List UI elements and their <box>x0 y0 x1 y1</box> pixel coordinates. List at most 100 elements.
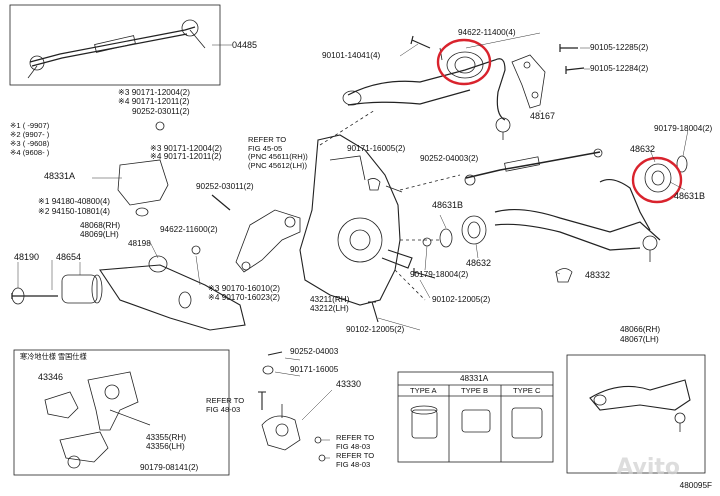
label-48066[interactable]: 48066(RH) <box>620 325 661 334</box>
label-43212[interactable]: 43212(LH) <box>310 304 349 313</box>
label-90171-16005[interactable]: 90171-16005(2) <box>347 144 406 153</box>
label-90170-16010[interactable]: ※3 90170-16010(2) <box>208 284 280 293</box>
label-48632-top[interactable]: 48632 <box>630 144 656 154</box>
dust-cover-43346 <box>44 391 79 419</box>
diagram-linework <box>9 4 706 476</box>
label-90171-12004-a[interactable]: ※3 90171-12004(2) <box>118 88 190 97</box>
steering-knuckle <box>299 134 401 306</box>
legend-line-2: ※2 (9907- ) <box>10 130 50 140</box>
label-04485[interactable]: 04485 <box>232 40 258 50</box>
legend-line-1: ※1 ( -9907) <box>10 121 50 130</box>
label-48631B-right[interactable]: 48631B <box>674 191 706 201</box>
lower-arm-lh <box>99 264 246 331</box>
label-90179-18004-top[interactable]: 90179-18004(2) <box>654 124 713 133</box>
label-90252-03011-a[interactable]: 90252-03011(2) <box>132 107 190 116</box>
label-43346[interactable]: 43346 <box>38 372 64 382</box>
label-90171-12004-b[interactable]: ※3 90171-12004(2) <box>150 144 222 153</box>
label-94150-10801[interactable]: ※2 94150-10801(4) <box>38 207 110 216</box>
bolt-48190 <box>11 293 58 299</box>
lower-ball-joint <box>642 235 658 251</box>
label-90252-03011-b[interactable]: 90252-03011(2) <box>196 182 254 191</box>
refer2-fig[interactable]: FIG 48-03 <box>206 404 241 414</box>
bushing-48632 <box>644 163 672 193</box>
label-48067[interactable]: 48067(LH) <box>620 335 659 344</box>
label-90179-18004-center[interactable]: 90179-18004(2) <box>410 270 469 279</box>
highlight-marks <box>436 38 683 204</box>
label-48190[interactable]: 48190 <box>14 252 40 262</box>
hub-assembly <box>87 371 139 431</box>
refer-fig[interactable]: FIG 45-05 <box>248 143 283 153</box>
label-90171-16005-b[interactable]: 90171-16005 <box>290 365 339 374</box>
label-48631B-center[interactable]: 48631B <box>432 200 464 210</box>
type-table-frame <box>397 371 554 463</box>
tie-rod-end-r <box>181 19 199 37</box>
figure-code: 480095F <box>679 480 712 490</box>
label-90252-04003-b[interactable]: 90252-04003 <box>290 347 339 356</box>
inset-cold-region-frame <box>13 349 230 476</box>
center-tie-rod <box>465 151 601 179</box>
highlight-bushing-48632 <box>631 156 683 204</box>
label-90252-04003[interactable]: 90252-04003(2) <box>420 154 479 163</box>
steering-arm <box>235 209 301 273</box>
label-48632-center[interactable]: 48632 <box>466 258 492 268</box>
refer-pnc-lh: (PNC 45612(LH)) <box>248 160 308 170</box>
label-48198[interactable]: 48198 <box>128 239 151 248</box>
label-90102-12005-b[interactable]: 90102-12005(2) <box>346 325 405 334</box>
refer-note-48-03-b: REFER TO FIG 48-03 <box>336 434 374 450</box>
washer-90179 <box>676 155 688 173</box>
label-90105-12284[interactable]: 90105-12284(2) <box>590 64 649 73</box>
tie-rod-sleeve <box>94 35 136 53</box>
bushing-48654 <box>61 274 98 304</box>
inset-spec-note: 寒冷地仕様 雪国仕様 <box>20 352 87 361</box>
refer-title: REFER TO <box>248 135 287 144</box>
label-90171-12011-a[interactable]: ※4 90171-12011(2) <box>118 97 190 106</box>
type-b-header: TYPE B <box>461 386 489 395</box>
bracket-48167 <box>511 54 546 109</box>
bump-stop-48332 <box>555 268 573 283</box>
type-c-header: TYPE C <box>513 386 541 395</box>
label-90170-16023[interactable]: ※4 90170-16023(2) <box>208 293 280 302</box>
tie-rod-frame <box>9 4 221 86</box>
shield-43355 <box>59 431 109 463</box>
refer-note-45-05: REFER TO FIG 45-05 (PNC 45611(RH)) (PNC … <box>248 136 308 169</box>
label-48167[interactable]: 48167 <box>530 111 556 121</box>
leader-lines <box>17 32 689 459</box>
refer-note-48-03-a: REFER TO FIG 48-03 <box>206 397 244 413</box>
avito-watermark: Avito <box>616 455 680 480</box>
label-48654[interactable]: 48654 <box>56 252 82 262</box>
label-43330[interactable]: 43330 <box>336 379 362 389</box>
refer-note-48-03-c: REFER TO FIG 48-03 <box>336 452 374 468</box>
lower-arm-rh <box>494 208 661 241</box>
label-48332[interactable]: 48332 <box>585 270 611 280</box>
label-94622-11400[interactable]: 94622-11400(4) <box>458 28 516 37</box>
refer2-title: REFER TO <box>206 396 245 405</box>
bushing-48632-c <box>461 215 487 245</box>
upper-ball-joint <box>495 117 511 133</box>
label-48331A[interactable]: 48331A <box>44 171 76 181</box>
label-43355[interactable]: 43355(RH) <box>146 433 187 442</box>
upper-arm-bushing-rear <box>446 51 484 79</box>
label-90101-14041[interactable]: 90101-14041(4) <box>322 51 381 60</box>
type-table-title: 48331A <box>460 374 489 383</box>
label-90102-12005-a[interactable]: 90102-12005(2) <box>432 295 491 304</box>
label-48069[interactable]: 48069(LH) <box>80 230 119 239</box>
refer-pnc-rh: (PNC 45611(RH)) <box>248 152 308 162</box>
label-94622-11600[interactable]: 94622-11600(2) <box>160 225 218 234</box>
label-43211[interactable]: 43211(RH) <box>310 295 350 304</box>
legend-line-4: ※4 (9608- ) <box>10 148 50 158</box>
upper-arm-bushing-front <box>342 90 362 106</box>
label-94180-40800[interactable]: ※1 94180-40800(4) <box>38 197 110 206</box>
label-43356[interactable]: 43356(LH) <box>146 442 185 451</box>
refer4-fig[interactable]: FIG 48-03 <box>336 459 371 469</box>
tie-rod-end-l <box>29 55 45 71</box>
refer4-title: REFER TO <box>336 451 375 460</box>
label-48068[interactable]: 48068(RH) <box>80 221 121 230</box>
refer3-fig[interactable]: FIG 48-03 <box>336 441 371 451</box>
label-90179-08141[interactable]: 90179-08141(2) <box>140 463 199 472</box>
refer3-title: REFER TO <box>336 433 375 442</box>
label-90171-12011-b[interactable]: ※4 90171-12011(2) <box>150 152 222 161</box>
type-a-header: TYPE A <box>410 386 437 395</box>
tie-rod-shaft <box>29 26 196 63</box>
label-90105-12285[interactable]: 90105-12285(2) <box>590 43 649 52</box>
